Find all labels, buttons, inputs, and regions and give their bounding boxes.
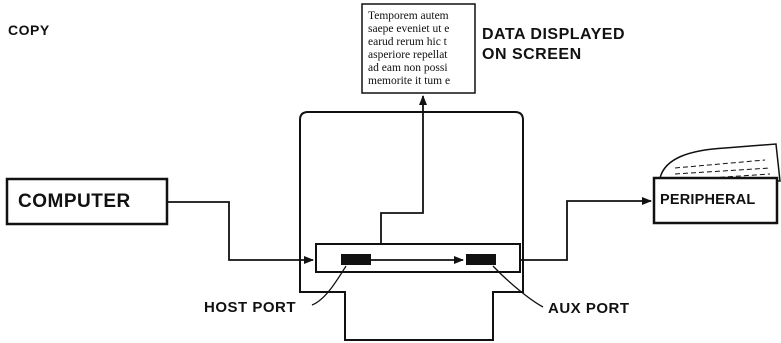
arrow-board-to-screen [380,95,427,244]
screen-caption-line-1: DATA DISPLAYED [482,26,626,43]
terminal-base-outline [299,280,524,341]
host-port-block [341,254,371,265]
terminal-body-outline [299,111,524,280]
aux-port-label: AUX PORT [548,300,630,317]
peripheral-box [652,176,779,225]
screen-display-box [361,3,476,94]
computer-label: COMPUTER [18,191,131,212]
screen-caption-line-2: ON SCREEN [482,46,582,63]
screen-text-line: Temporem autem [368,10,449,22]
host-port-label: HOST PORT [204,299,297,316]
screen-text-line: ad eam non possi [368,62,448,74]
printer-paper-sheet [659,143,781,182]
screen-text-line: earud rerum hic t [368,36,447,48]
screen-text-line: asperiore repellat [368,49,448,61]
arrow-computer-to-host-port [167,201,314,264]
host-port-leader-line [311,265,347,306]
peripheral-label: PERIPHERAL [660,192,756,208]
screen-text-line: memorite it tum e [368,75,451,87]
screen-text-block: Temporem autem saepe eveniet ut e earud … [368,10,471,88]
printer-paper-text-lines [674,159,771,181]
computer-box [5,177,169,226]
aux-port-leader-line [492,265,544,308]
arrow-to-peripheral [520,197,652,261]
screen-text-line: saepe eveniet ut e [368,23,450,35]
diagram-title: COPY [8,22,50,38]
aux-port-block [466,254,496,265]
